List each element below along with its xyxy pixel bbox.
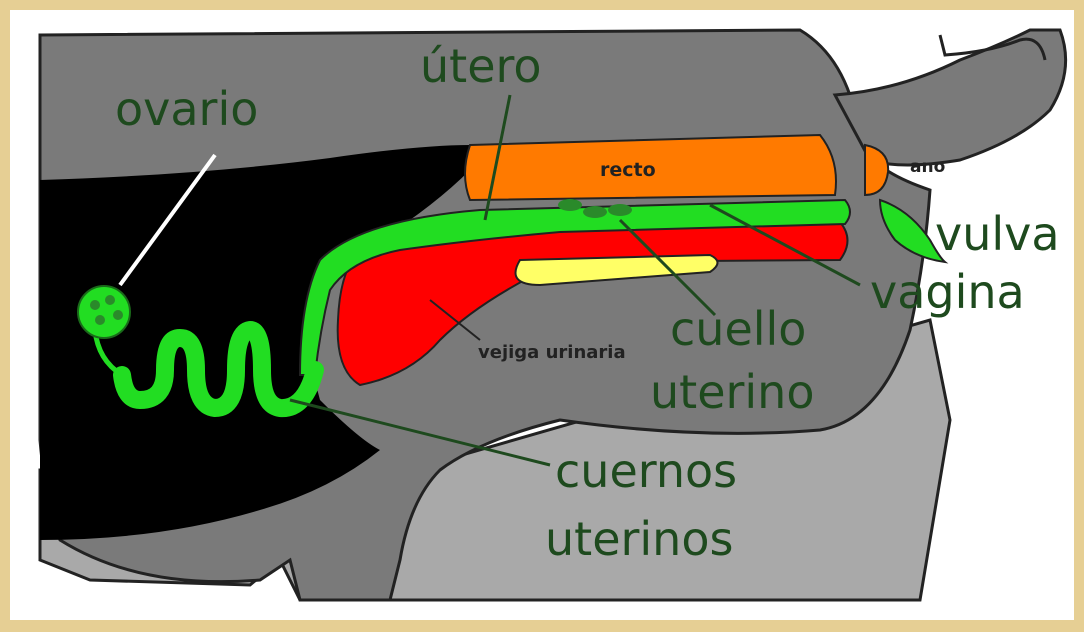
label-cuello: cuello xyxy=(670,302,806,356)
label-uterino: uterino xyxy=(650,365,814,419)
label-ano: ano xyxy=(910,157,945,177)
ovary-follicle xyxy=(113,310,123,320)
label-utero: útero xyxy=(420,39,542,93)
label-cuernos: cuernos xyxy=(555,444,737,498)
ovary-follicle xyxy=(105,295,115,305)
label-ovario: ovario xyxy=(115,82,258,136)
cervix-ring xyxy=(558,199,582,211)
label-uterinos: uterinos xyxy=(545,512,733,566)
label-vulva: vulva xyxy=(935,207,1060,261)
label-vagina: vagina xyxy=(870,265,1025,319)
cervix-ring xyxy=(608,204,632,216)
label-vejiga: vejiga urinaria xyxy=(478,342,626,363)
label-recto: recto xyxy=(600,159,656,181)
ovary-shape xyxy=(78,286,130,338)
ovary-follicle xyxy=(95,315,105,325)
ovary-follicle xyxy=(90,300,100,310)
cervix-ring xyxy=(583,206,607,218)
